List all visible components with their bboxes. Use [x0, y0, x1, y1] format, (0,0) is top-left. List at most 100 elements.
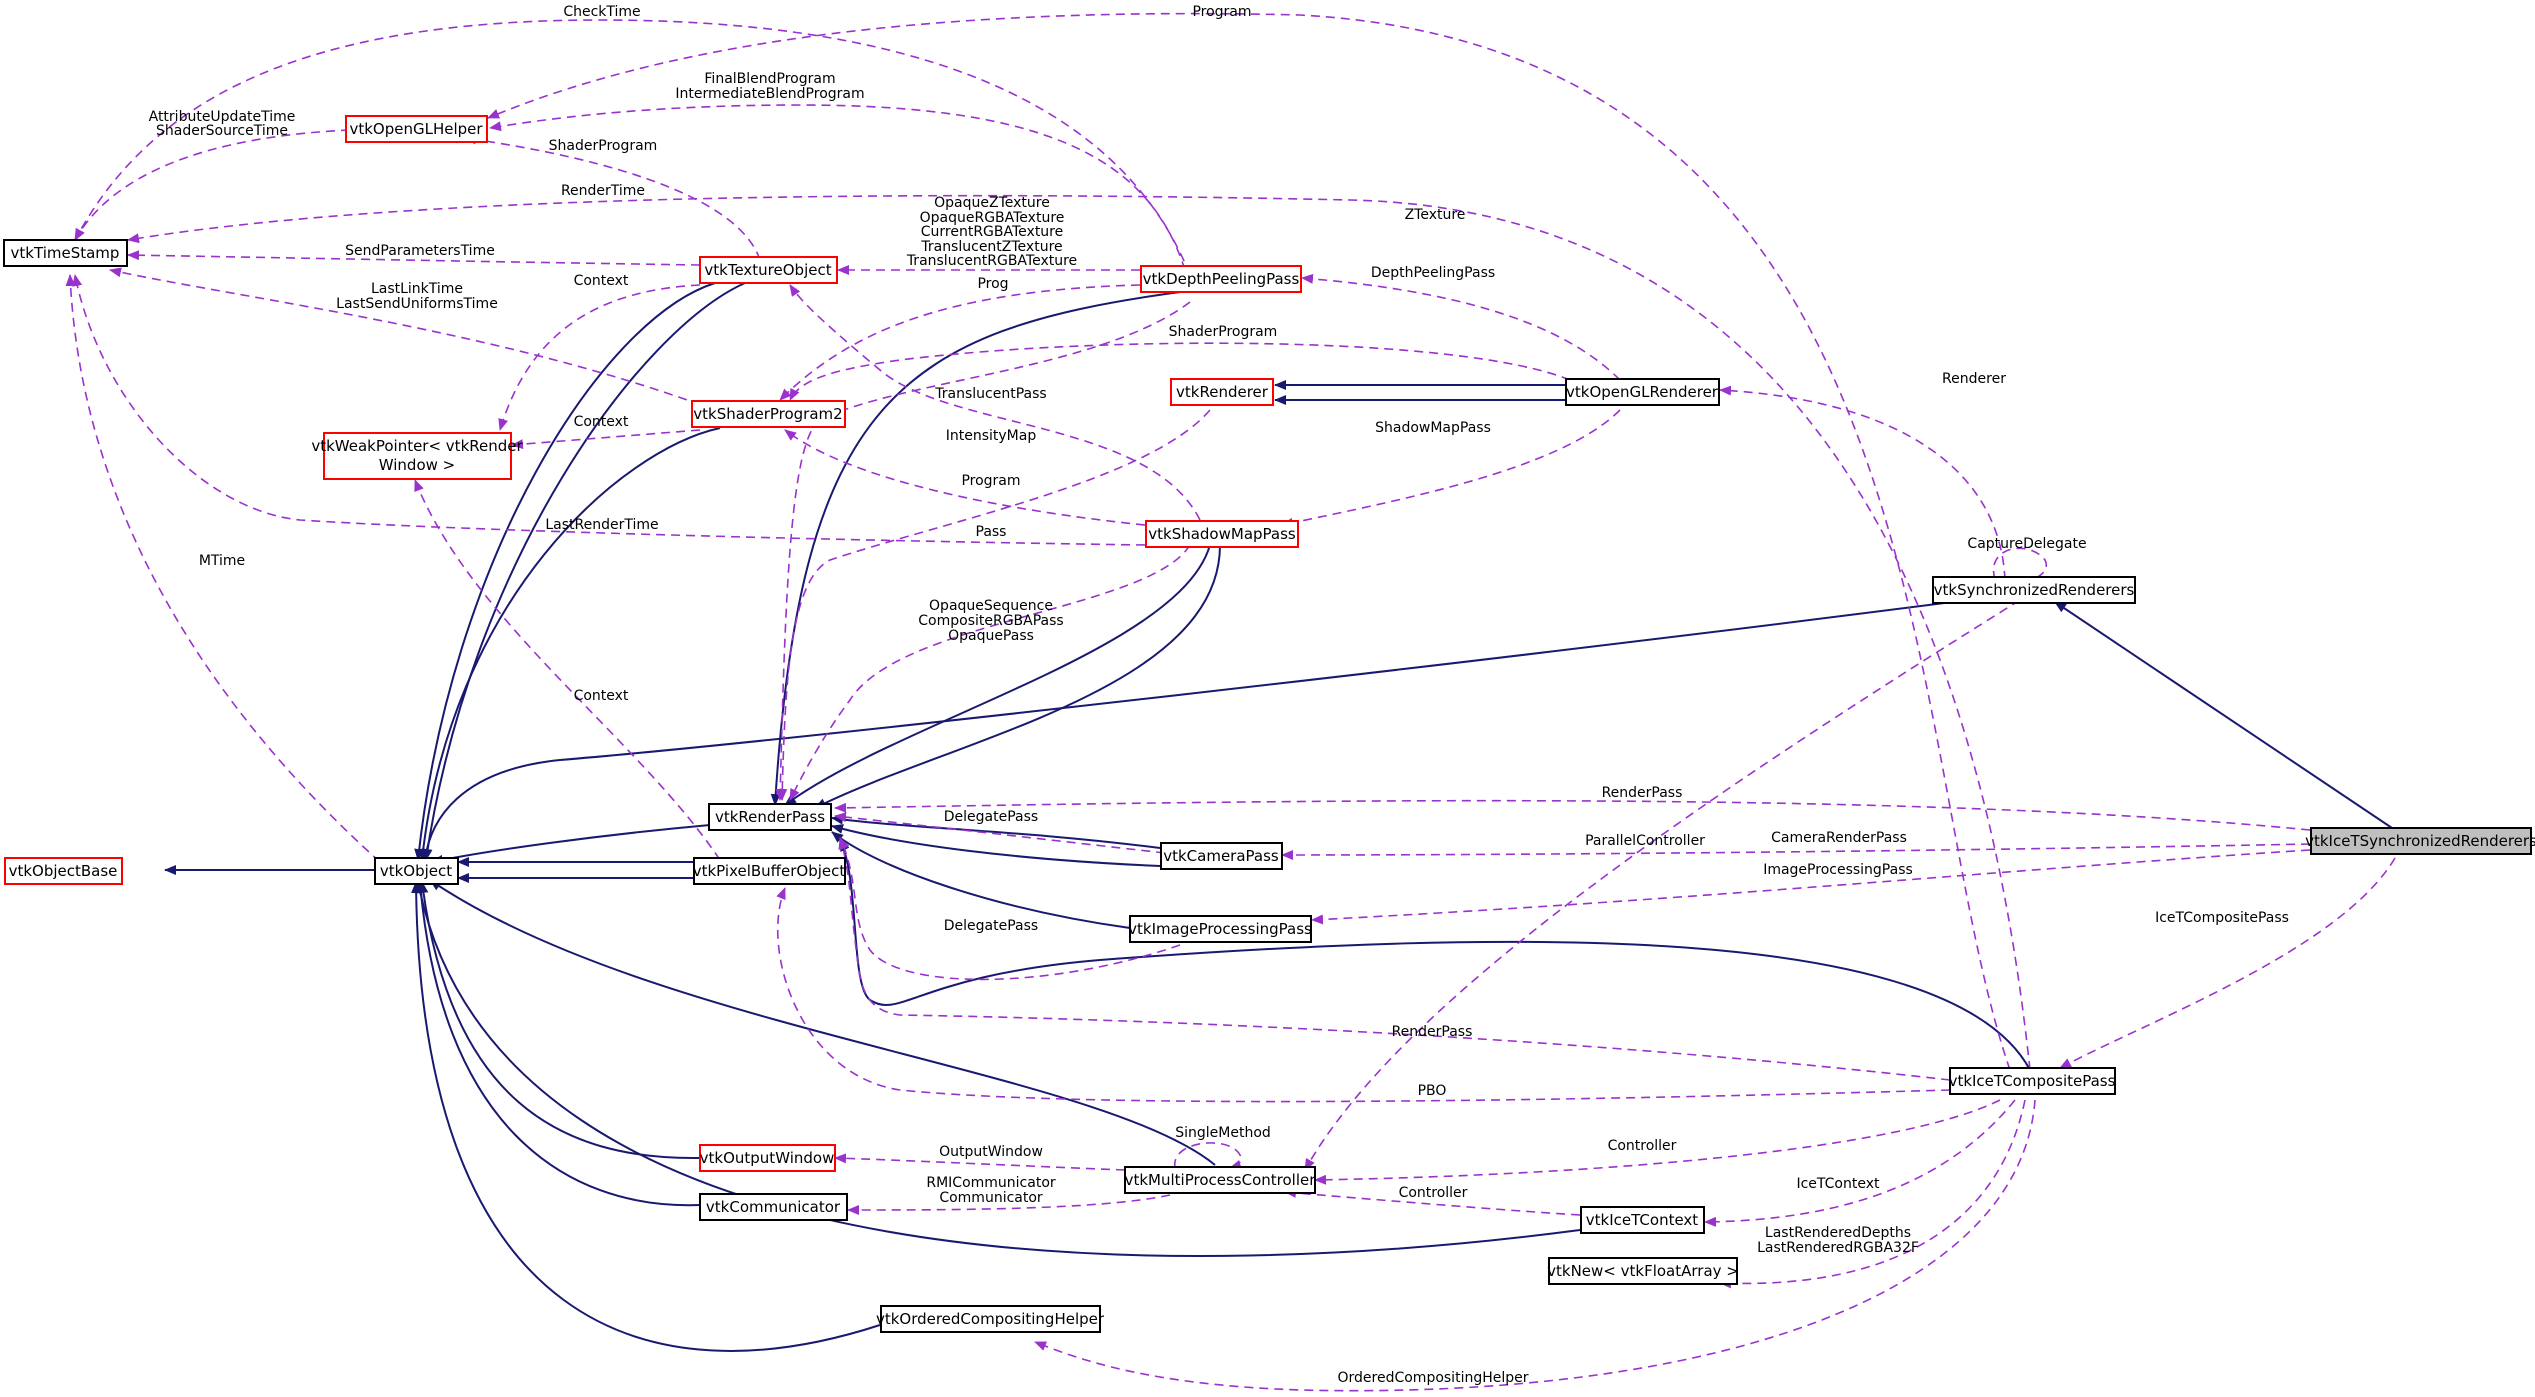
node-label: vtkWeakPointer< vtkRender: [311, 437, 523, 455]
edge-pass: [777, 409, 1211, 801]
node-vtkrenderer[interactable]: vtkRenderer: [1170, 378, 1274, 406]
label-shadowmappass: ShadowMapPass: [1375, 420, 1491, 436]
edge-delegatepass-a: [834, 812, 1166, 854]
node-label: vtkCommunicator: [706, 1198, 841, 1216]
edge-lastrendertime: [72, 274, 1146, 546]
node-vtkcamerapass[interactable]: vtkCameraPass: [1160, 842, 1283, 870]
node-vtkopenglrenderer[interactable]: vtkOpenGLRenderer: [1565, 378, 1720, 406]
node-vtktextureobject[interactable]: vtkTextureObject: [699, 256, 838, 284]
node-label: vtkImageProcessingPass: [1128, 920, 1312, 938]
edge-renderpass-a: [834, 799, 2311, 831]
node-vtkicetcontext[interactable]: vtkIceTContext: [1580, 1206, 1705, 1234]
label-mtime: MTime: [199, 553, 245, 569]
edge-imageprocessingpass: [1311, 849, 2311, 925]
label-opaque-2: OpaqueRGBATexture: [920, 210, 1065, 226]
label-lastrendertime: LastRenderTime: [545, 517, 658, 533]
label-program: Program: [1192, 4, 1251, 20]
edge-shaderprogram2-to-object: [418, 427, 721, 861]
label-depthpeelingpass: DepthPeelingPass: [1371, 265, 1495, 281]
edge-checktime: [74, 19, 1191, 276]
edge-icetcontext: [1704, 1099, 2016, 1227]
label-singlemethod: SingleMethod: [1175, 1125, 1271, 1141]
node-label: vtkOrderedCompositingHelper: [876, 1310, 1105, 1328]
edge-imageprocessing-to-renderpass: [831, 831, 1131, 929]
label-pass: Pass: [976, 524, 1007, 540]
edge-intensitymap: [789, 284, 1201, 521]
edge-syncrenderers-to-object: [421, 600, 1961, 861]
edge-opaquesequence: [789, 544, 1191, 801]
label-opaque-5: TranslucentRGBATexture: [906, 253, 1077, 269]
edge-singlemethod: [1174, 1142, 1242, 1170]
label-finalblend-2: IntermediateBlendProgram: [675, 86, 864, 102]
edge-program-b: [784, 429, 1146, 526]
node-vtkorderedcompositinghelper[interactable]: vtkOrderedCompositingHelper: [876, 1305, 1105, 1333]
node-vtksynchronizedrenderers[interactable]: vtkSynchronizedRenderers: [1932, 576, 2136, 604]
label-context-c: Context: [574, 688, 629, 704]
node-label: vtkIceTCompositePass: [1949, 1072, 2116, 1090]
node-label: vtkTextureObject: [704, 261, 831, 279]
edge-icetcompositepass: [2059, 857, 2396, 1069]
label-renderpass-a: RenderPass: [1602, 785, 1683, 801]
node-vtkimageprocessingpass[interactable]: vtkImageProcessingPass: [1128, 915, 1312, 943]
node-label: vtkObject: [380, 862, 452, 880]
label-renderer: Renderer: [1942, 371, 2006, 387]
label-controller-a: Controller: [1608, 1138, 1677, 1154]
label-checktime: CheckTime: [563, 4, 640, 20]
edge-controller-a: [1314, 1099, 2001, 1185]
node-vtktimestamp[interactable]: vtkTimeStamp: [3, 239, 128, 267]
edge-shaderprogram-helper: [464, 134, 761, 261]
edge-orderedcompositing: [1034, 1099, 2036, 1392]
label-lastlink-1: LastLinkTime: [371, 281, 463, 297]
node-vtkcommunicator[interactable]: vtkCommunicator: [699, 1193, 848, 1221]
node-vtkobject[interactable]: vtkObject: [374, 857, 459, 885]
label-opaqueseq-3: OpaquePass: [948, 628, 1034, 644]
edge-shadowmappass: [1281, 409, 1621, 528]
label-outputwindow: OutputWindow: [939, 1144, 1043, 1160]
node-label: vtkCameraPass: [1163, 847, 1279, 865]
node-vtkpixelbufferobject[interactable]: vtkPixelBufferObject: [693, 857, 846, 885]
node-label: vtkRenderer: [1176, 383, 1269, 401]
node-vtkobjectbase[interactable]: vtkObjectBase: [4, 857, 123, 885]
node-vtknew-vtkfloatarray[interactable]: vtkNew< vtkFloatArray >: [1547, 1257, 1739, 1285]
label-opaqueseq-2: CompositeRGBAPass: [918, 613, 1063, 629]
node-vtkoutputwindow[interactable]: vtkOutputWindow: [699, 1144, 836, 1172]
edge-sendparams: [127, 250, 701, 266]
node-vtkshadowmappass[interactable]: vtkShadowMapPass: [1145, 520, 1299, 548]
edge-context-texture: [498, 284, 701, 431]
node-label: vtkDepthPeelingPass: [1143, 270, 1300, 288]
label-capturedelegate: CaptureDelegate: [1967, 536, 2086, 552]
edge-parallelcontroller: [1304, 599, 2021, 1171]
label-pbo: PBO: [1418, 1083, 1447, 1099]
label-rmicomm-1: RMICommunicator: [926, 1175, 1056, 1191]
node-vtkrenderpass[interactable]: vtkRenderPass: [708, 803, 832, 831]
edge-textureobject-to-object-a: [414, 282, 716, 861]
node-vtkdepthpeelingpass[interactable]: vtkDepthPeelingPass: [1140, 265, 1302, 293]
label-imageprocessingpass: ImageProcessingPass: [1763, 862, 1913, 878]
node-vtkweakpointer[interactable]: vtkWeakPointer< vtkRender Window >: [311, 432, 523, 480]
node-label: vtkTimeStamp: [11, 244, 120, 262]
label-orderedcompositing: OrderedCompositingHelper: [1337, 1370, 1528, 1386]
node-label: vtkOpenGLHelper: [349, 120, 483, 138]
edge-mtime: [65, 274, 381, 863]
node-vtkicetsynchronizedrenderers[interactable]: vtkIceTSynchronizedRenderers: [2305, 827, 2535, 855]
label-opaque-1: OpaqueZTexture: [934, 195, 1050, 211]
edge-context-shader: [511, 429, 701, 450]
node-vtkicetcompositepass[interactable]: vtkIceTCompositePass: [1949, 1067, 2116, 1095]
label-rendertime: RenderTime: [561, 183, 645, 199]
edge-controller-b: [1284, 1187, 1581, 1216]
node-vtkmultiprocesscontroller[interactable]: vtkMultiProcessController: [1124, 1166, 1317, 1194]
label-intensitymap: IntensityMap: [946, 428, 1037, 444]
edge-renderer-edge: [1719, 385, 2006, 581]
edge-outputwindow-to-object: [418, 881, 701, 1160]
node-label: vtkRenderPass: [715, 808, 825, 826]
edge-textureobject-to-object-b: [422, 282, 746, 861]
edge-lastrendered: [1719, 1099, 2026, 1289]
label-finalblend-1: FinalBlendProgram: [704, 71, 835, 87]
label-ztexture: ZTexture: [1405, 207, 1466, 223]
node-vtkshaderprogram2[interactable]: vtkShaderProgram2: [691, 400, 846, 428]
edge-labels: CheckTime Program FinalBlendProgram Inte…: [149, 4, 2289, 1386]
label-attrupdate-1: AttributeUpdateTime: [149, 109, 296, 125]
node-vtkopenglhelper[interactable]: vtkOpenGLHelper: [345, 115, 488, 143]
label-lastlink-2: LastSendUniformsTime: [336, 296, 498, 312]
